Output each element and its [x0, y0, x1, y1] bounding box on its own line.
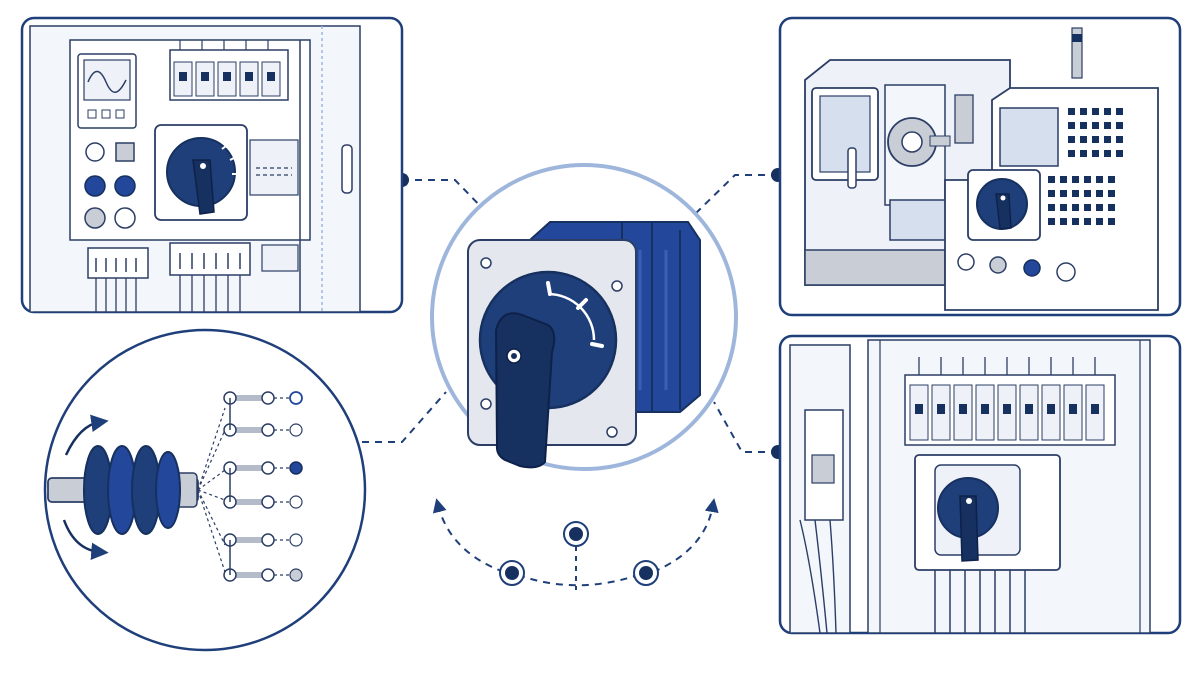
contact-block-row-1 [223, 391, 303, 437]
cabinet-rotary-switch [154, 124, 248, 221]
cam-mechanism-detail [43, 328, 367, 652]
contact-block-row-2 [223, 461, 303, 509]
circuit-breakers-top [169, 40, 289, 101]
rotation-arrow-bottom [62, 519, 109, 561]
pilot-light-buttons [84, 142, 136, 229]
distribution-breakers [904, 357, 1116, 446]
contact-block-row-3 [223, 533, 303, 582]
position-arc-right [652, 498, 719, 573]
distribution-main-rotary-switch [914, 454, 1061, 571]
position-selector [432, 498, 719, 590]
panel-cnc-machine [778, 16, 1182, 317]
connector-to-distribution-board [713, 401, 778, 453]
panel-meter-display [77, 53, 137, 129]
connector-to-control-cabinet [402, 179, 493, 219]
cnc-panel-buttons [957, 253, 1076, 282]
position-node-left [499, 560, 525, 586]
position-node-right [633, 560, 659, 586]
central-rotary-switch [430, 163, 738, 471]
cam-discs [83, 445, 181, 535]
connector-to-cnc-machine [693, 174, 778, 216]
contact-indicator-closed [289, 461, 303, 475]
position-marks [546, 281, 604, 348]
terminal-blocks [87, 242, 299, 312]
cnc-rotary-switch [967, 169, 1041, 241]
switch-handle [494, 312, 556, 469]
position-node-center [563, 521, 589, 547]
position-arc-left [432, 498, 505, 573]
contact-indicator-open [289, 391, 303, 405]
panel-distribution-board [778, 334, 1182, 635]
connector-to-cam-detail [362, 391, 447, 443]
cnc-keypad [1048, 108, 1123, 225]
rotation-arrow-top [64, 414, 109, 456]
panel-control-cabinet [20, 16, 404, 314]
connector-lines [362, 174, 778, 453]
